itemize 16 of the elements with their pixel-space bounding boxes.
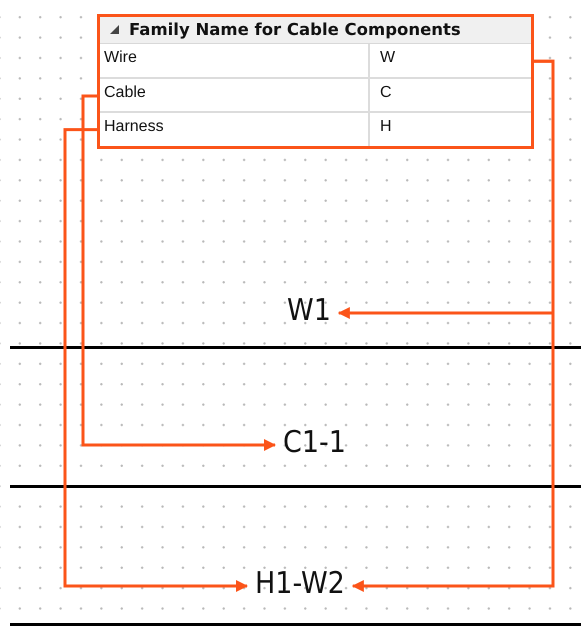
property-table [97, 14, 534, 149]
table-row [100, 78, 531, 114]
arrow [64, 128, 248, 592]
reference-designator: W1 [287, 296, 331, 326]
reference-designator: H1-W2 [255, 569, 345, 599]
arrow [352, 60, 554, 592]
table-cell: H [368, 113, 531, 146]
table-title: Family Name for Cable Components [129, 20, 461, 40]
table-cell-text: Cable [103, 82, 147, 103]
table-cell: C [368, 78, 531, 112]
table-cell-text: Harness [103, 117, 165, 138]
table-cell-text: Wire [103, 48, 138, 68]
arrow [82, 94, 276, 451]
reference-designator: C1-1 [283, 428, 346, 458]
table-row [100, 44, 531, 79]
table-cell: W [368, 44, 531, 77]
